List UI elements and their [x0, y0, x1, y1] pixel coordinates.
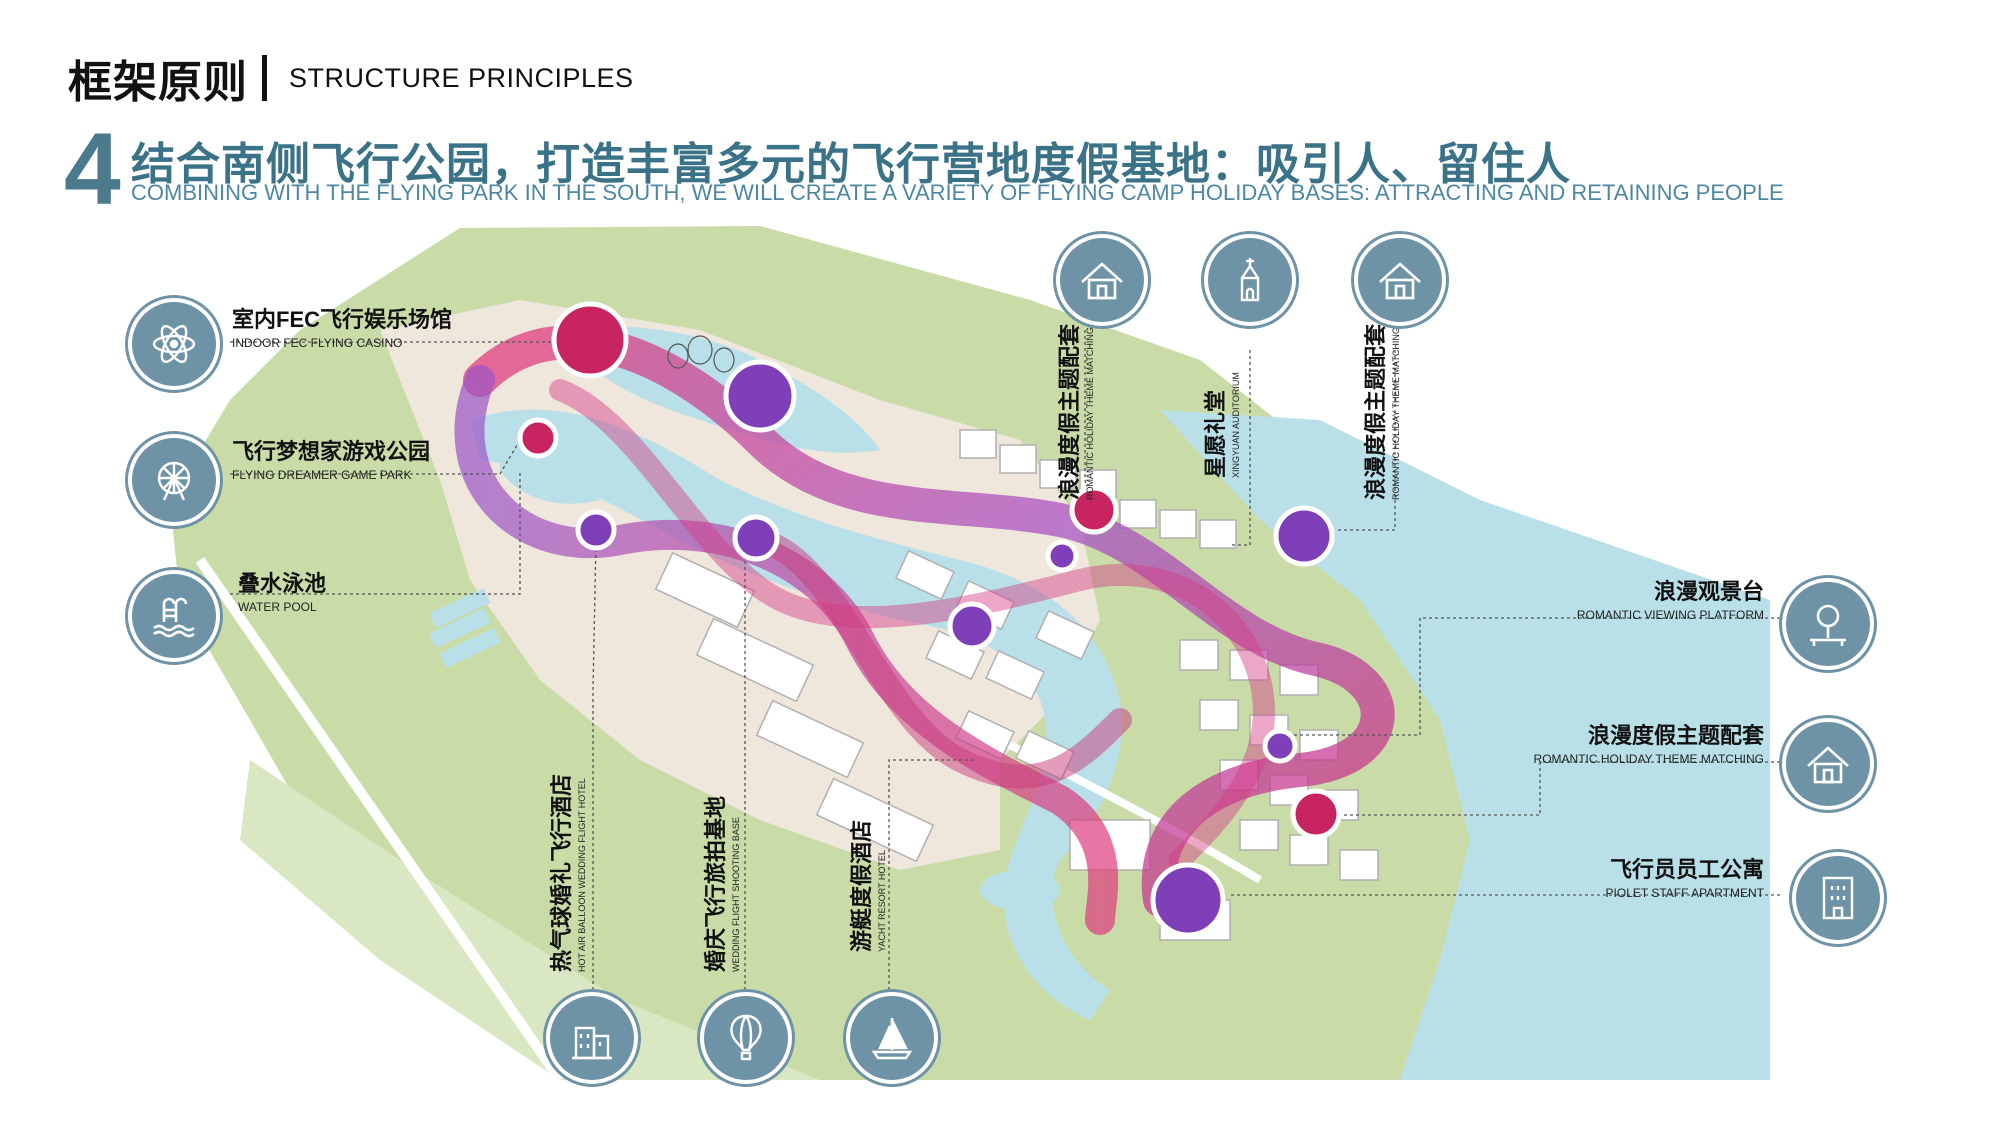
map-dot: [551, 301, 629, 379]
central-water: [470, 409, 1122, 1021]
pool-ladder-icon: [128, 570, 220, 662]
map-dot: [947, 601, 997, 651]
flight-ribbon: [549, 379, 1275, 871]
flight-ribbon: [748, 528, 1132, 789]
label-fec-zh: 室内FEC飞行娱乐场馆: [232, 307, 453, 332]
label-romantic2-en: ROMANTIC HOLIDAY THEME MATCHING: [1391, 327, 1401, 500]
header-divider: [262, 55, 267, 101]
tree-platform-icon: [1782, 578, 1874, 670]
header-title-zh: 框架原则: [68, 58, 248, 107]
label-yacht: 游艇度假酒店 YACHT RESORT HOTEL: [844, 820, 887, 952]
label-wedding-base-zh: 婚庆飞行旅拍基地: [703, 795, 728, 972]
atom-icon: [128, 298, 220, 390]
east-lake: [1160, 410, 1770, 1080]
section-title-zh: 结合南侧飞行公园，打造丰富多元的飞行营地度假基地：吸引人、留住人: [131, 140, 1571, 189]
label-viewing: 浪漫观景台 ROMANTIC VIEWING PLATFORM: [1577, 574, 1764, 622]
label-dreamer: 飞行梦想家游戏公园 FLYING DREAMER GAME PARK: [232, 434, 430, 482]
label-romantic3: 浪漫度假主题配套 ROMANTIC HOLIDAY THEME MATCHING: [1534, 718, 1764, 766]
map-dot: [1045, 539, 1079, 573]
label-romantic1-zh: 浪漫度假主题配套: [1057, 323, 1082, 500]
label-romantic1: 浪漫度假主题配套 ROMANTIC HOLIDAY THEME MATCHING: [1052, 324, 1095, 500]
label-auditorium: 星愿礼堂 XINGYUAN AUDITORIUM: [1198, 372, 1241, 478]
label-yacht-en: YACHT RESORT HOTEL: [877, 850, 887, 952]
header-title-en: STRUCTURE PRINCIPLES: [289, 62, 634, 93]
label-balloon-hotel: 热气球婚礼飞行酒店 HOT AIR BALLOON WEDDING FLIGHT…: [544, 774, 587, 972]
house-icon: [1782, 718, 1874, 810]
label-pool-zh: 叠水泳池: [238, 571, 327, 596]
label-yacht-zh: 游艇度假酒店: [849, 819, 874, 952]
label-dreamer-zh: 飞行梦想家游戏公园: [232, 439, 431, 464]
road: [195, 557, 565, 1083]
label-staff-zh: 飞行员员工公寓: [1609, 857, 1764, 882]
hotel-building-icon: [546, 992, 638, 1084]
label-romantic2-zh: 浪漫度假主题配套: [1363, 323, 1388, 500]
label-viewing-en: ROMANTIC VIEWING PLATFORM: [1576, 608, 1764, 622]
map-dot: [732, 514, 780, 562]
south-green-strip: [240, 760, 820, 1080]
label-balloon-hotel-en: HOT AIR BALLOON WEDDING FLIGHT HOTEL: [577, 778, 587, 972]
map-dot: [1273, 505, 1335, 567]
pool-feature: [439, 628, 501, 668]
sailboat-icon: [846, 992, 938, 1084]
hot-air-balloon-icon: [700, 992, 792, 1084]
map-dot: [723, 359, 797, 433]
label-staff: 飞行员员工公寓 PIOLET STAFF APARTMENT: [1606, 852, 1764, 900]
label-romantic2: 浪漫度假主题配套 ROMANTIC HOLIDAY THEME MATCHING: [1358, 324, 1401, 500]
balloon-decorations: [667, 335, 735, 373]
label-staff-en: PIOLET STAFF APARTMENT: [1605, 886, 1764, 900]
section-number: 4: [64, 112, 121, 226]
label-pool-en: WATER POOL: [238, 600, 317, 614]
map-dot: [517, 417, 559, 459]
map-dot: [575, 509, 617, 551]
small-pond: [980, 870, 1060, 910]
label-auditorium-zh: 星愿礼堂: [1203, 389, 1228, 478]
flight-ribbon: [463, 325, 1395, 917]
label-fec: 室内FEC飞行娱乐场馆 INDOOR FEC FLYING CASINO: [232, 302, 452, 350]
label-romantic3-en: ROMANTIC HOLIDAY THEME MATCHING: [1533, 752, 1764, 766]
label-balloon-hotel-zh: 热气球婚礼飞行酒店: [549, 773, 574, 972]
house-icon: [1354, 234, 1446, 326]
section-title-en: COMBINING WITH THE FLYING PARK IN THE SO…: [131, 180, 1784, 205]
label-romantic3-zh: 浪漫度假主题配套: [1587, 723, 1764, 748]
label-fec-en: INDOOR FEC FLYING CASINO: [232, 336, 403, 350]
map-dot: [1150, 862, 1226, 938]
map-dot: [1069, 485, 1119, 535]
header: 框架原则 STRUCTURE PRINCIPLES: [68, 46, 634, 110]
pool-feature: [429, 588, 491, 628]
map-dots: [517, 301, 1342, 938]
label-romantic1-en: ROMANTIC HOLIDAY THEME MATCHING: [1085, 327, 1095, 500]
label-auditorium-en: XINGYUAN AUDITORIUM: [1231, 372, 1241, 478]
map-dot: [1262, 728, 1298, 764]
label-wedding-base: 婚庆飞行旅拍基地 WEDDING FLIGHT SHOOTING BASE: [698, 796, 741, 972]
house-icon: [1056, 234, 1148, 326]
pool-feature: [429, 608, 491, 648]
chapel-icon: [1204, 234, 1296, 326]
map-dot: [1290, 788, 1342, 840]
label-viewing-zh: 浪漫观景台: [1653, 579, 1764, 604]
apartment-building-icon: [1792, 852, 1884, 944]
label-pool: 叠水泳池 WATER POOL: [238, 566, 326, 614]
label-wedding-base-en: WEDDING FLIGHT SHOOTING BASE: [731, 817, 741, 972]
label-dreamer-en: FLYING DREAMER GAME PARK: [232, 468, 412, 482]
ferris-wheel-icon: [128, 434, 220, 526]
